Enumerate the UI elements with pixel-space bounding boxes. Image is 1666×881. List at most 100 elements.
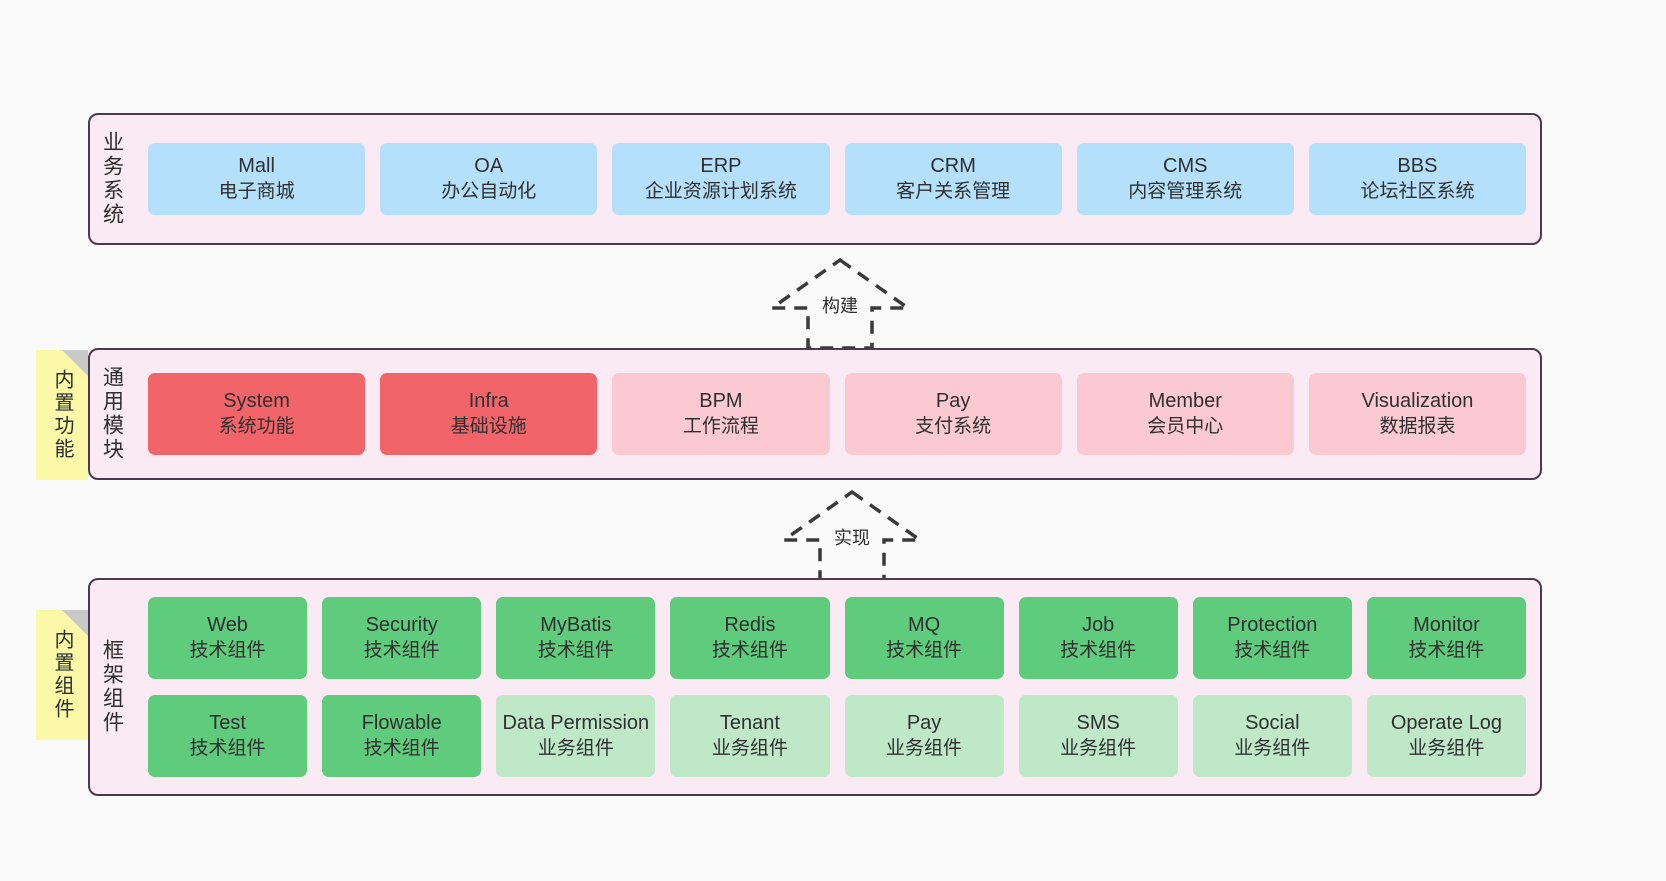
card-protection[interactable]: Protection 技术组件: [1192, 597, 1352, 679]
card-sms[interactable]: SMS 业务组件: [1018, 695, 1178, 777]
note-label: 内置组件: [51, 629, 73, 721]
card-operate-log[interactable]: Operate Log 业务组件: [1366, 695, 1526, 777]
card-row: Mall 电子商城 OA 办公自动化 ERP 企业资源计划系统 CRM 客户关系…: [148, 143, 1527, 215]
card-security[interactable]: Security 技术组件: [322, 597, 482, 679]
card-subtitle: 业务组件: [1408, 737, 1485, 759]
card-title: Pay: [906, 712, 942, 735]
layer-title-framework-components: 框架组件: [100, 639, 124, 735]
card-subtitle: 技术组件: [363, 737, 440, 759]
card-title: CMS: [1163, 155, 1208, 178]
card-title: Member: [1148, 390, 1222, 413]
card-subtitle: 会员中心: [1147, 415, 1224, 437]
card-subtitle: 业务组件: [1060, 737, 1137, 759]
card-subtitle: 技术组件: [363, 639, 440, 661]
card-monitor[interactable]: Monitor 技术组件: [1366, 597, 1526, 679]
arrow-implement: 实现: [772, 488, 932, 584]
card-title: OA: [474, 155, 504, 178]
layer-title-business-systems: 业务系统: [100, 131, 124, 227]
card-pay-business[interactable]: Pay 业务组件: [844, 695, 1004, 777]
card-subtitle: 技术组件: [537, 639, 614, 661]
card-title: Infra: [468, 390, 509, 413]
card-flowable[interactable]: Flowable 技术组件: [322, 695, 482, 777]
card-subtitle: 业务组件: [537, 737, 614, 759]
card-subtitle: 技术组件: [1060, 639, 1137, 661]
card-title: Web: [207, 614, 248, 637]
card-title: Security: [365, 614, 438, 637]
card-subtitle: 技术组件: [189, 639, 266, 661]
card-row: Test 技术组件 Flowable 技术组件 Data Permission …: [148, 695, 1526, 777]
card-title: BPM: [699, 390, 743, 413]
card-tenant[interactable]: Tenant 业务组件: [670, 695, 830, 777]
card-crm[interactable]: CRM 客户关系管理: [844, 143, 1062, 215]
card-bbs[interactable]: BBS 论坛社区系统: [1308, 143, 1527, 215]
layer-common-modules: 通用模块 System 系统功能 Infra 基础设施 BPM 工作流程 Pay…: [88, 348, 1542, 480]
card-subtitle: 业务组件: [711, 737, 788, 759]
card-subtitle: 基础设施: [450, 415, 527, 437]
card-bpm[interactable]: BPM 工作流程: [612, 373, 830, 455]
card-title: SMS: [1076, 712, 1120, 735]
arrow-label-build: 构建: [822, 296, 858, 316]
card-social[interactable]: Social 业务组件: [1192, 695, 1352, 777]
card-title: System: [223, 390, 290, 413]
card-data-permission[interactable]: Data Permission 业务组件: [496, 695, 656, 777]
card-title: Visualization: [1361, 390, 1474, 413]
card-subtitle: 业务组件: [886, 737, 963, 759]
card-subtitle: 论坛社区系统: [1360, 180, 1475, 202]
card-title: ERP: [700, 155, 742, 178]
card-subtitle: 技术组件: [1234, 639, 1311, 661]
card-erp[interactable]: ERP 企业资源计划系统: [612, 143, 830, 215]
card-title: Job: [1082, 614, 1115, 637]
card-mq[interactable]: MQ 技术组件: [844, 597, 1004, 679]
card-title: BBS: [1397, 155, 1438, 178]
layer-title-common-modules: 通用模块: [100, 366, 124, 462]
card-subtitle: 工作流程: [682, 415, 759, 437]
arrow-label-implement: 实现: [834, 528, 870, 548]
card-subtitle: 技术组件: [189, 737, 266, 759]
arrow-build: 构建: [760, 256, 920, 352]
card-subtitle: 支付系统: [915, 415, 992, 437]
card-member[interactable]: Member 会员中心: [1076, 373, 1294, 455]
card-subtitle: 客户关系管理: [896, 180, 1011, 202]
card-subtitle: 企业资源计划系统: [644, 180, 797, 202]
card-test[interactable]: Test 技术组件: [148, 695, 308, 777]
card-subtitle: 技术组件: [886, 639, 963, 661]
card-subtitle: 数据报表: [1379, 415, 1456, 437]
card-pay[interactable]: Pay 支付系统: [844, 373, 1062, 455]
card-system[interactable]: System 系统功能: [148, 373, 366, 455]
card-title: CRM: [930, 155, 976, 178]
card-row: System 系统功能 Infra 基础设施 BPM 工作流程 Pay 支付系统…: [148, 373, 1527, 455]
card-subtitle: 业务组件: [1234, 737, 1311, 759]
card-redis[interactable]: Redis 技术组件: [670, 597, 830, 679]
card-title: Monitor: [1413, 614, 1480, 637]
card-title: Pay: [935, 390, 971, 413]
card-infra[interactable]: Infra 基础设施: [380, 373, 598, 455]
card-subtitle: 系统功能: [218, 415, 295, 437]
layer-business-systems: 业务系统 Mall 电子商城 OA 办公自动化 ERP 企业资源计划系统 CRM…: [88, 113, 1542, 245]
card-title: Social: [1245, 712, 1300, 735]
card-title: Mall: [238, 155, 275, 178]
card-job[interactable]: Job 技术组件: [1018, 597, 1178, 679]
card-title: Protection: [1227, 614, 1318, 637]
card-title: MQ: [907, 614, 941, 637]
layer-body-common-modules: System 系统功能 Infra 基础设施 BPM 工作流程 Pay 支付系统…: [134, 350, 1540, 478]
layer-body-framework-components: Web 技术组件 Security 技术组件 MyBatis 技术组件 Redi…: [134, 580, 1540, 794]
card-title: Tenant: [719, 712, 780, 735]
note-builtin-components: 内置组件: [36, 610, 88, 740]
card-visualization[interactable]: Visualization 数据报表: [1308, 373, 1527, 455]
card-subtitle: 电子商城: [218, 180, 295, 202]
card-mybatis[interactable]: MyBatis 技术组件: [496, 597, 656, 679]
card-cms[interactable]: CMS 内容管理系统: [1076, 143, 1294, 215]
card-oa[interactable]: OA 办公自动化: [380, 143, 598, 215]
layer-framework-components: 框架组件 Web 技术组件 Security 技术组件 MyBatis 技术组件…: [88, 578, 1542, 796]
card-row: Web 技术组件 Security 技术组件 MyBatis 技术组件 Redi…: [148, 597, 1526, 679]
card-title: MyBatis: [540, 614, 612, 637]
layer-body-business-systems: Mall 电子商城 OA 办公自动化 ERP 企业资源计划系统 CRM 客户关系…: [134, 115, 1540, 243]
card-subtitle: 办公自动化: [441, 180, 537, 202]
card-title: Test: [209, 712, 246, 735]
card-subtitle: 技术组件: [711, 639, 788, 661]
card-web[interactable]: Web 技术组件: [148, 597, 308, 679]
card-mall[interactable]: Mall 电子商城: [148, 143, 366, 215]
card-title: Flowable: [361, 712, 442, 735]
card-title: Data Permission: [502, 712, 650, 735]
